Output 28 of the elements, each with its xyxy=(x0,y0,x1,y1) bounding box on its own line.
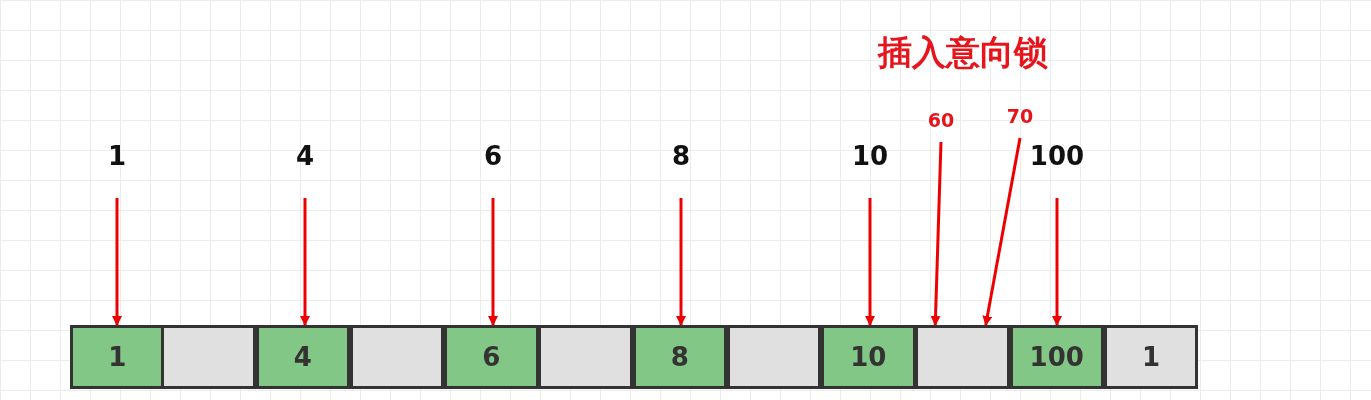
key-value-label: 100 xyxy=(1027,138,1087,174)
key-value-label: 4 xyxy=(285,138,325,174)
index-cell: 8 xyxy=(632,325,727,389)
gap-cell xyxy=(726,325,822,389)
title: 插入意向锁 xyxy=(878,31,1048,74)
gap-cell xyxy=(349,325,445,389)
gap-cell xyxy=(538,325,633,389)
key-value-label: 10 xyxy=(845,138,895,174)
index-cell: 4 xyxy=(255,325,350,389)
index-cell: 100 xyxy=(1009,325,1104,389)
arrow xyxy=(112,198,122,326)
arrow xyxy=(488,198,498,326)
arrow xyxy=(982,137,1022,326)
index-cell: 10 xyxy=(821,325,916,389)
key-value-label: 70 xyxy=(1000,102,1040,130)
index-cell: 6 xyxy=(444,325,539,389)
key-value-label: 1 xyxy=(97,138,137,174)
arrow xyxy=(865,198,875,326)
gap-cell xyxy=(915,325,1010,389)
key-value-label: 6 xyxy=(473,138,513,174)
index-cell: 1 xyxy=(1103,325,1199,389)
arrow xyxy=(1052,198,1062,326)
key-value-label: 60 xyxy=(922,106,960,134)
gap-cell xyxy=(161,325,256,389)
arrow xyxy=(300,198,310,326)
key-value-label: 8 xyxy=(661,138,701,174)
arrow xyxy=(930,141,943,326)
arrow xyxy=(676,198,686,326)
